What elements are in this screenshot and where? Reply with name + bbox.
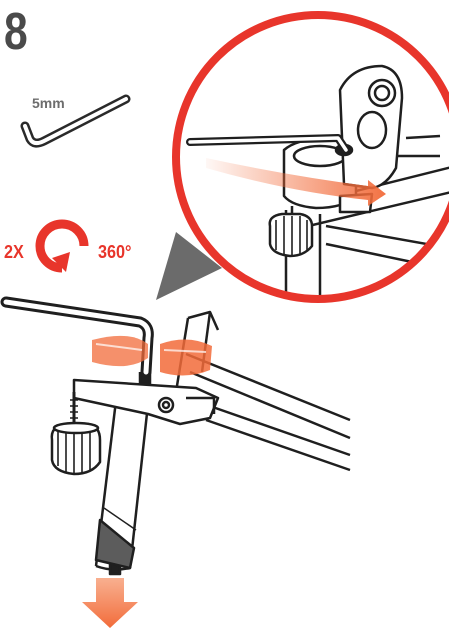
repeat-count-label: 2X bbox=[4, 242, 24, 262]
down-arrow-icon bbox=[82, 578, 138, 628]
hex-key-icon bbox=[20, 94, 131, 148]
main-assembly bbox=[50, 310, 351, 576]
rotation-degrees-label: 360° bbox=[98, 242, 132, 262]
rotate-arrow-icon bbox=[35, 219, 89, 273]
zoom-detail bbox=[172, 11, 449, 303]
step-number: 8 bbox=[4, 3, 28, 61]
main-hex-key bbox=[0, 296, 154, 378]
tool-size-label: 5mm bbox=[32, 95, 65, 111]
callout-wedge bbox=[156, 232, 222, 300]
rotation-band bbox=[92, 335, 212, 376]
